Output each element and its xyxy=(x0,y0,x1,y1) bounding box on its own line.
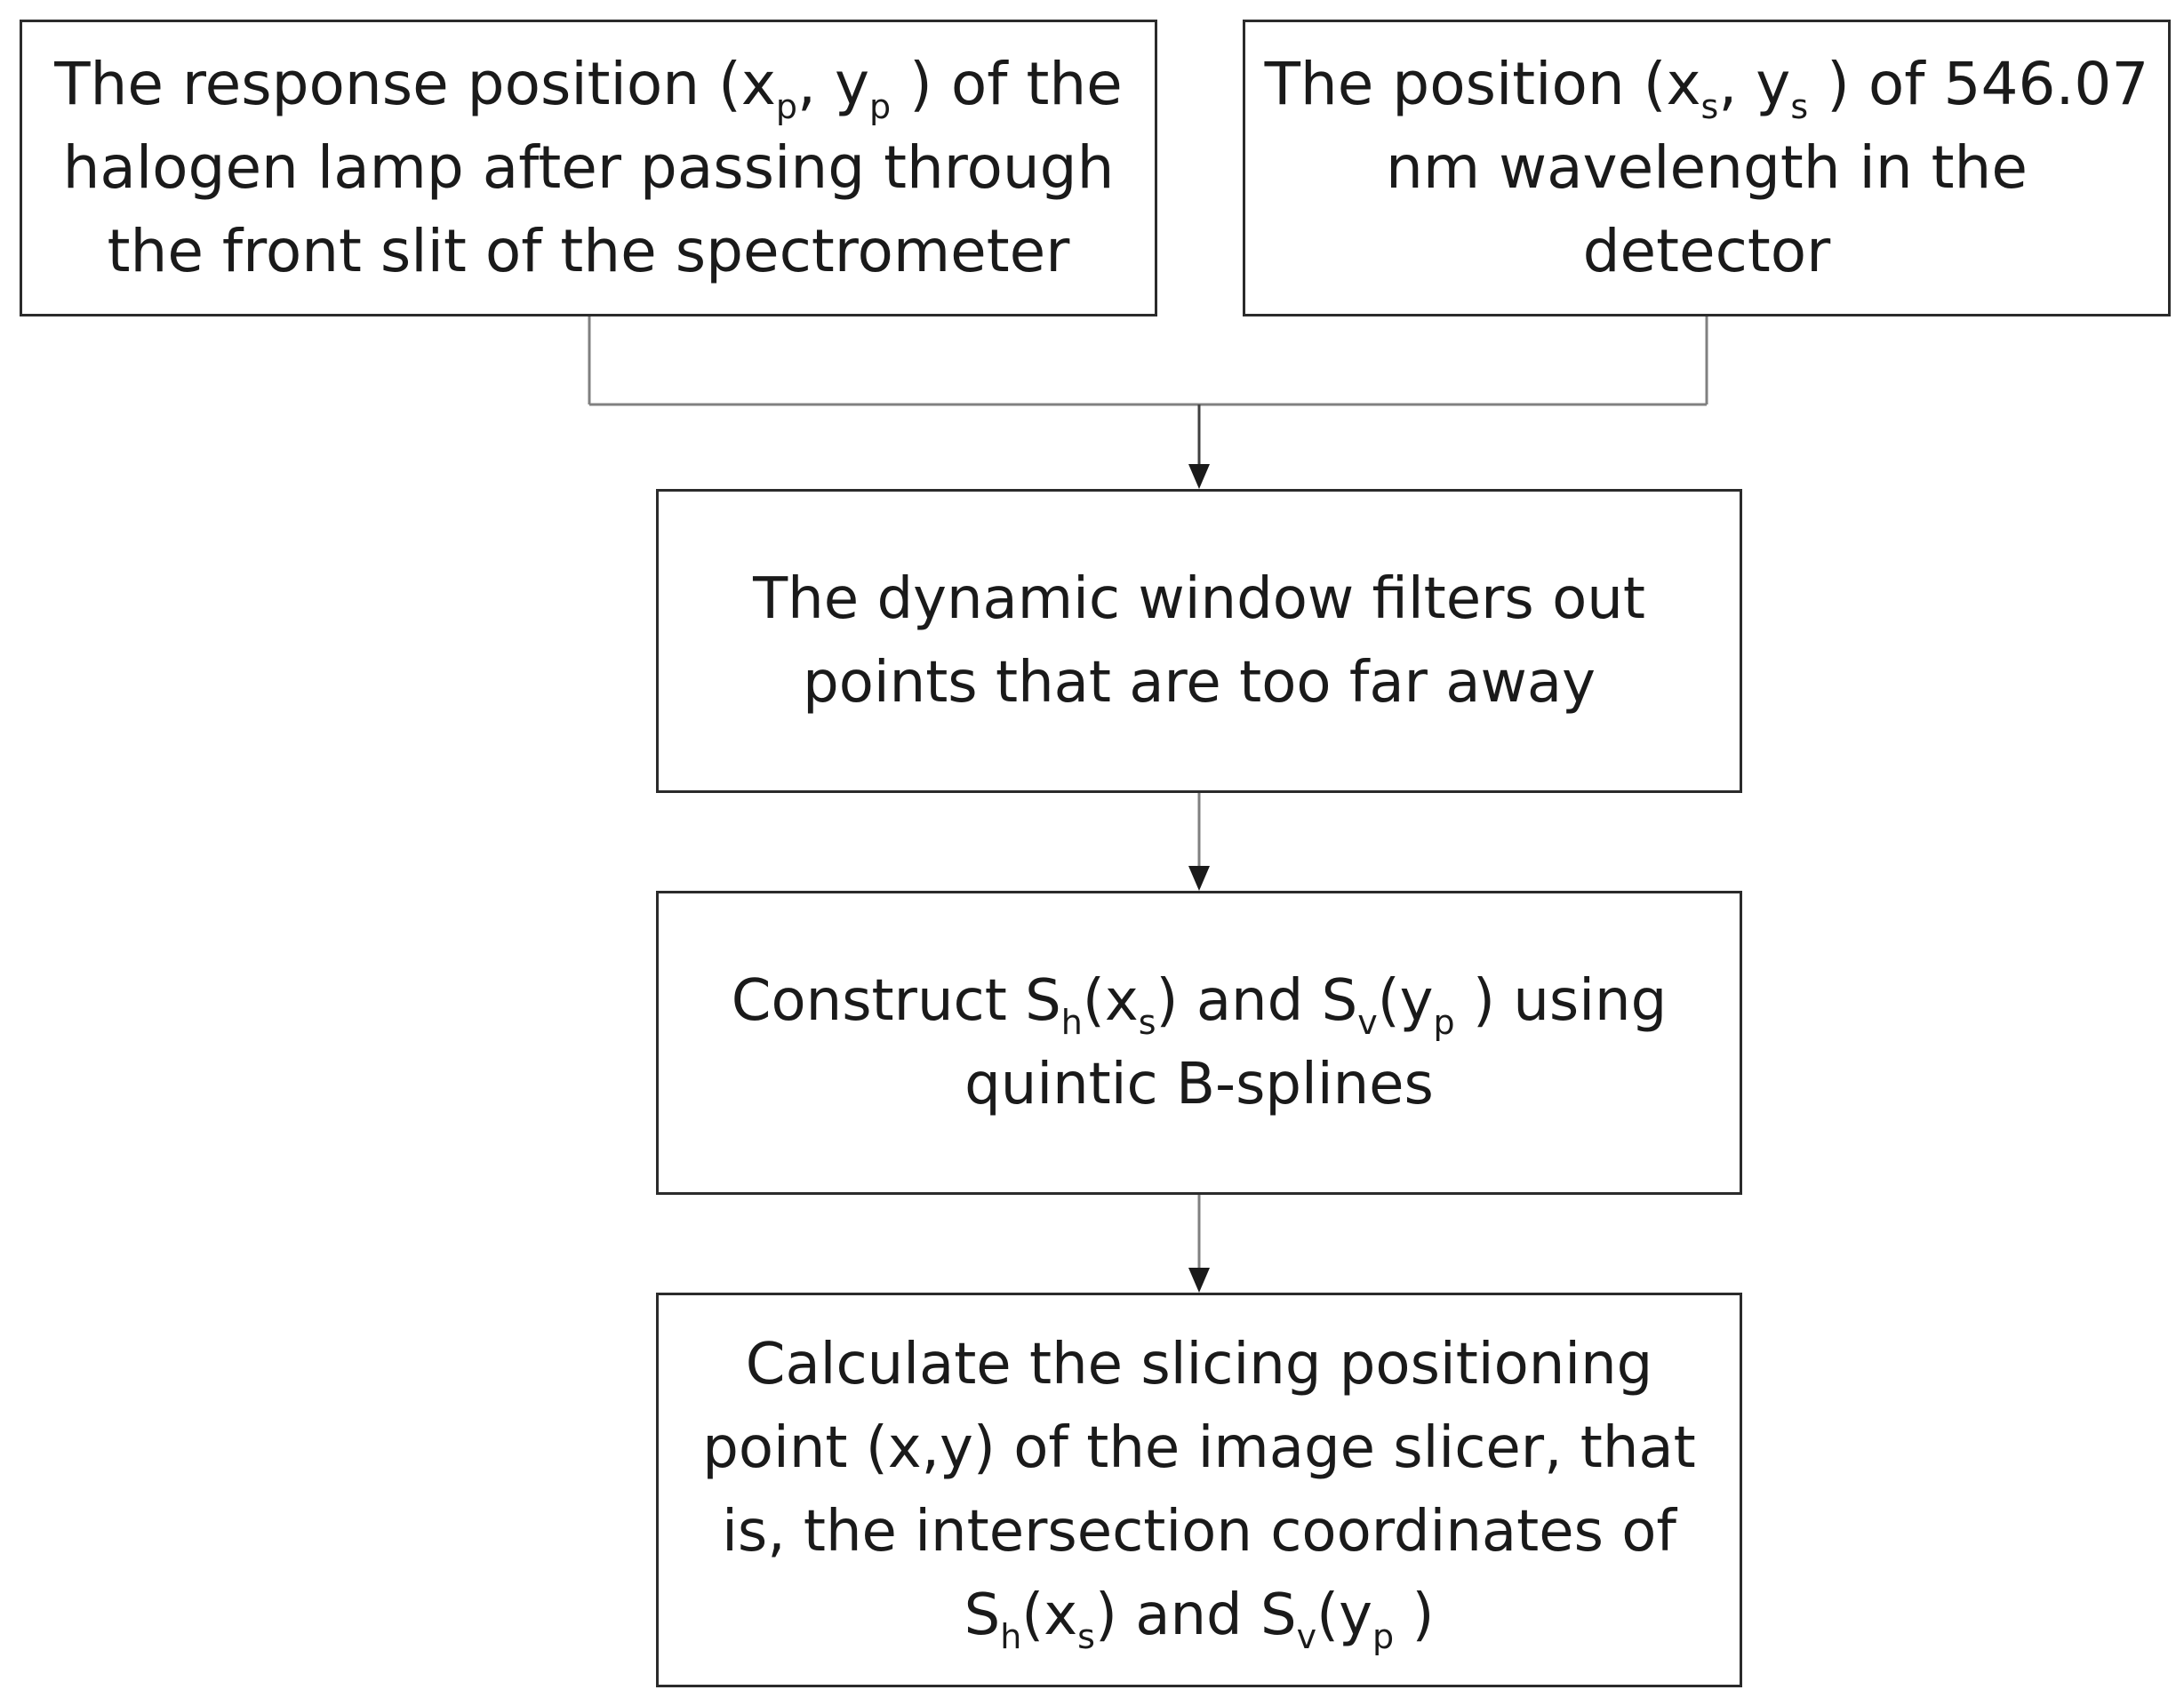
calculate-line-3: is, the intersection coordinates of xyxy=(722,1499,1676,1565)
calculate-line-4-a: S xyxy=(964,1582,1001,1648)
lamp-response-position-box: The response position (xp, yp ) of the h… xyxy=(20,20,1157,316)
lamp-sub-yp: p xyxy=(869,87,892,126)
arrowhead-to-filter xyxy=(1188,464,1210,489)
construct-line-1: Construct Sh(xs) and Sv(yp ) using xyxy=(732,959,1667,1043)
wavelength-line-1: The position (xs, ys ) of 546.07 xyxy=(1265,43,2149,126)
lamp-sub-xp: p xyxy=(775,87,798,126)
calculate-line-4-b: (x xyxy=(1021,1582,1078,1648)
calculate-sub-v: v xyxy=(1296,1617,1317,1656)
wavelength-position-text: The position (xs, ys ) of 546.07 nm wave… xyxy=(1265,43,2149,293)
wavelength-line-2: nm wavelength in the xyxy=(1385,133,2028,202)
construct-line-1-d: (y xyxy=(1377,968,1434,1034)
calculate-sub-p: p xyxy=(1372,1617,1395,1656)
wavelength-line-1-pre: The position (x xyxy=(1264,50,1701,118)
calculate-line-2: point (x,y) of the image slicer, that xyxy=(702,1415,1696,1481)
calculate-sub-h: h xyxy=(1000,1617,1022,1656)
wavelength-line-1-mid: , y xyxy=(1718,50,1791,118)
construct-splines-text: Construct Sh(xs) and Sv(yp ) using quint… xyxy=(732,959,1667,1126)
wavelength-line-1-post: ) of 546.07 xyxy=(1808,50,2149,118)
construct-sub-s: s xyxy=(1138,1003,1156,1042)
lamp-line-1: The response position (xp, yp ) of the xyxy=(54,43,1123,126)
dynamic-window-filter-box: The dynamic window filters out points th… xyxy=(656,489,1742,793)
calculate-line-4-c: ) and S xyxy=(1094,1582,1297,1648)
construct-line-1-b: (x xyxy=(1082,968,1139,1034)
calculate-line-4-d: (y xyxy=(1316,1582,1372,1648)
wavelength-sub-ys: s xyxy=(1790,87,1809,126)
lamp-response-position-text: The response position (xp, yp ) of the h… xyxy=(54,43,1123,293)
construct-line-2: quintic B-splines xyxy=(964,1052,1434,1117)
construct-sub-p: p xyxy=(1433,1003,1455,1042)
calculate-sub-s: s xyxy=(1077,1617,1095,1656)
construct-line-1-c: ) and S xyxy=(1156,968,1358,1034)
lamp-line-1-post: ) of the xyxy=(891,50,1123,118)
filter-line-2: points that are too far away xyxy=(803,650,1596,716)
wavelength-position-box: The position (xs, ys ) of 546.07 nm wave… xyxy=(1243,20,2171,316)
filter-line-1: The dynamic window filters out xyxy=(753,566,1645,632)
calculate-line-4-e: ) xyxy=(1394,1582,1435,1648)
calculate-slicing-point-text: Calculate the slicing positioning point … xyxy=(702,1323,1695,1657)
dynamic-window-filter-text: The dynamic window filters out points th… xyxy=(753,557,1645,725)
calculate-line-4: Sh(xs) and Sv(yp ) xyxy=(702,1574,1695,1657)
construct-sub-h: h xyxy=(1060,1003,1083,1042)
arrowhead-to-calculate xyxy=(1188,1268,1210,1293)
construct-line-1-a: Construct S xyxy=(731,968,1061,1034)
calculate-slicing-point-box: Calculate the slicing positioning point … xyxy=(656,1293,1742,1687)
construct-splines-box: Construct Sh(xs) and Sv(yp ) using quint… xyxy=(656,891,1742,1195)
wavelength-sub-xs: s xyxy=(1700,87,1719,126)
lamp-line-1-mid: , y xyxy=(797,50,870,118)
lamp-line-1-pre: The response position (x xyxy=(54,50,776,118)
arrowhead-to-construct xyxy=(1188,866,1210,891)
construct-line-1-e: ) using xyxy=(1454,968,1668,1034)
wavelength-line-3: detector xyxy=(1582,217,1831,285)
construct-sub-v: v xyxy=(1357,1003,1378,1042)
lamp-line-3: the front slit of the spectrometer xyxy=(107,217,1070,285)
lamp-line-2: halogen lamp after passing through xyxy=(62,133,1115,202)
calculate-line-1: Calculate the slicing positioning xyxy=(745,1332,1653,1398)
